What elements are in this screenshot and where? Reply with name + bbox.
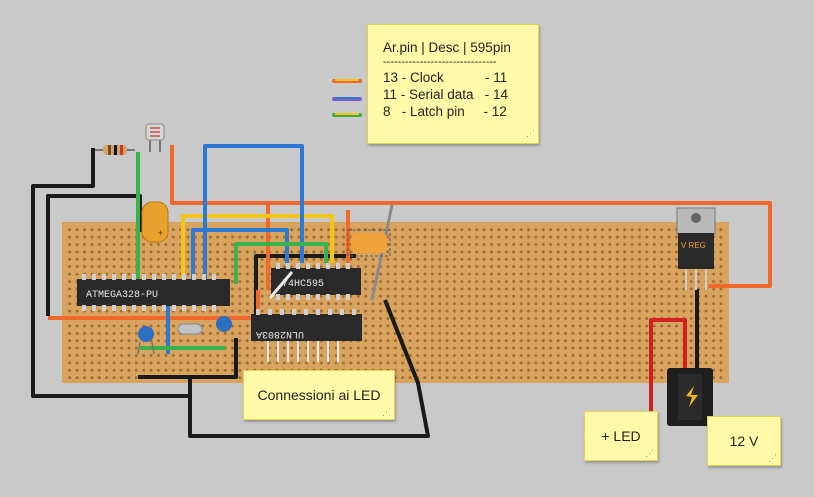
regulator-label: V REG bbox=[681, 241, 706, 250]
legend-header: Ar.pin | Desc | 595pin bbox=[383, 40, 511, 55]
power-12v-note: 12 V ⋰ bbox=[707, 416, 781, 466]
legend-row-latch: 8 - Latch pin - 12 bbox=[383, 104, 507, 119]
voltage-regulator: V REG bbox=[676, 207, 716, 290]
capacitor-ceramic bbox=[347, 229, 391, 257]
shift-register-label: 74HC595 bbox=[282, 279, 324, 290]
plus-led-note: + LED ⋰ bbox=[584, 411, 658, 461]
resize-grip-icon: ⋰ bbox=[382, 407, 391, 417]
legend-row-serial: 11 - Serial data - 14 bbox=[383, 87, 509, 102]
resize-grip-icon: ⋰ bbox=[526, 128, 535, 138]
legend-row-clock: 13 - Clock - 11 bbox=[383, 70, 508, 85]
uln-chip: ULN2803A bbox=[251, 309, 362, 362]
uln-label: ULN2803A bbox=[256, 328, 304, 339]
resistor bbox=[95, 145, 135, 155]
yellow-wire bbox=[181, 214, 334, 284]
legend-swatches bbox=[332, 79, 362, 117]
capacitor-electrolytic: + bbox=[141, 201, 169, 243]
dc-jack bbox=[667, 368, 713, 426]
photoresistor bbox=[145, 123, 165, 152]
plus-led-label: + LED bbox=[601, 428, 641, 444]
svg-text:+: + bbox=[158, 228, 163, 238]
legend-separator: ------------------------------- bbox=[383, 56, 497, 68]
shift-register-chip: 74HC595 bbox=[271, 263, 361, 300]
atmega-chip: ATMEGA328-PU bbox=[77, 274, 230, 311]
power-12v-label: 12 V bbox=[729, 433, 759, 449]
atmega-label: ATMEGA328-PU bbox=[86, 290, 158, 301]
ceramic-caps bbox=[137, 316, 232, 355]
resize-grip-icon: ⋰ bbox=[645, 448, 654, 458]
resize-grip-icon: ⋰ bbox=[768, 453, 777, 463]
pin-legend-note: Ar.pin | Desc | 595pin -----------------… bbox=[367, 24, 539, 144]
gray-jumper bbox=[268, 271, 294, 299]
led-connections-note: Connessioni ai LED ⋰ bbox=[243, 370, 395, 420]
red-wire bbox=[649, 318, 687, 418]
led-connections-label: Connessioni ai LED bbox=[257, 387, 381, 403]
green-wires bbox=[136, 152, 328, 350]
